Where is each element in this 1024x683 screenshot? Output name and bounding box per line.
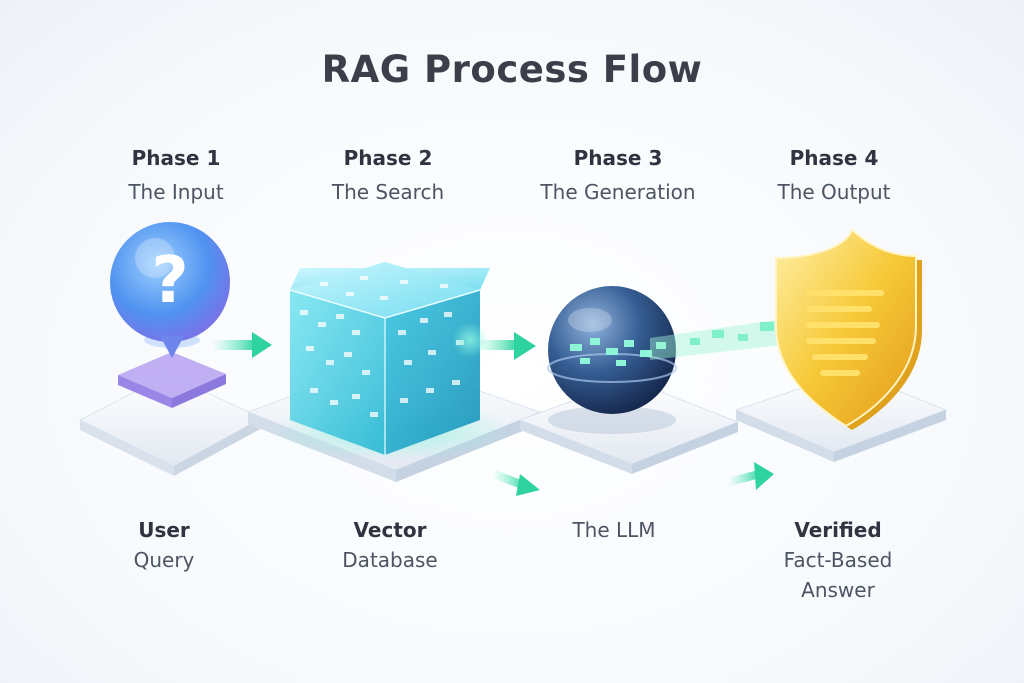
phase-2-subtitle: The Search [331,180,445,204]
phase-4-label: Phase 4 [789,146,879,170]
phase-4-caption-line-1: Fact-Based [783,548,893,572]
phase-2-header: Phase 2 The Search [278,146,498,204]
arrow-2-icon [452,322,536,360]
phase-1-label: Phase 1 [131,146,221,170]
phase-1-caption-line: Query [133,548,195,572]
phase-3-caption: The LLM [504,515,724,545]
phase-2-caption-bold: Vector [353,518,427,542]
arrow-4-icon [728,462,774,490]
phase-2-caption: Vector Database [280,515,500,575]
shield-icon [775,228,922,430]
diagram-title: RAG Process Flow [321,48,703,91]
svg-text:?: ? [151,244,188,318]
phase-3-label: Phase 3 [573,146,663,170]
cube-icon [272,262,512,460]
phase-1-subtitle: The Input [128,180,224,204]
phase-1-caption: User Query [54,515,274,575]
phase-3-header: Phase 3 The Generation [508,146,728,204]
phase-1-caption-bold: User [138,518,190,542]
sphere-icon [547,286,677,434]
phase-4-header: Phase 4 The Output [724,146,944,204]
phase-4-caption: Verified Fact-Based Answer [728,515,948,605]
platform-1 [78,374,264,476]
phase-3-subtitle: The Generation [540,180,696,204]
question-bubble-icon: ? [110,222,230,408]
phase-4-caption-line-2: Answer [801,578,875,602]
phase-1-header: Phase 1 The Input [66,146,286,204]
phase-3-caption-line: The LLM [572,518,656,542]
phase-2-label: Phase 2 [343,146,433,170]
arrow-1-icon [212,332,272,358]
arrow-3-icon [492,470,540,496]
phase-2-caption-line: Database [342,548,438,572]
beam-icon [650,318,790,360]
phase-4-subtitle: The Output [777,180,891,204]
phase-4-caption-bold: Verified [794,518,882,542]
